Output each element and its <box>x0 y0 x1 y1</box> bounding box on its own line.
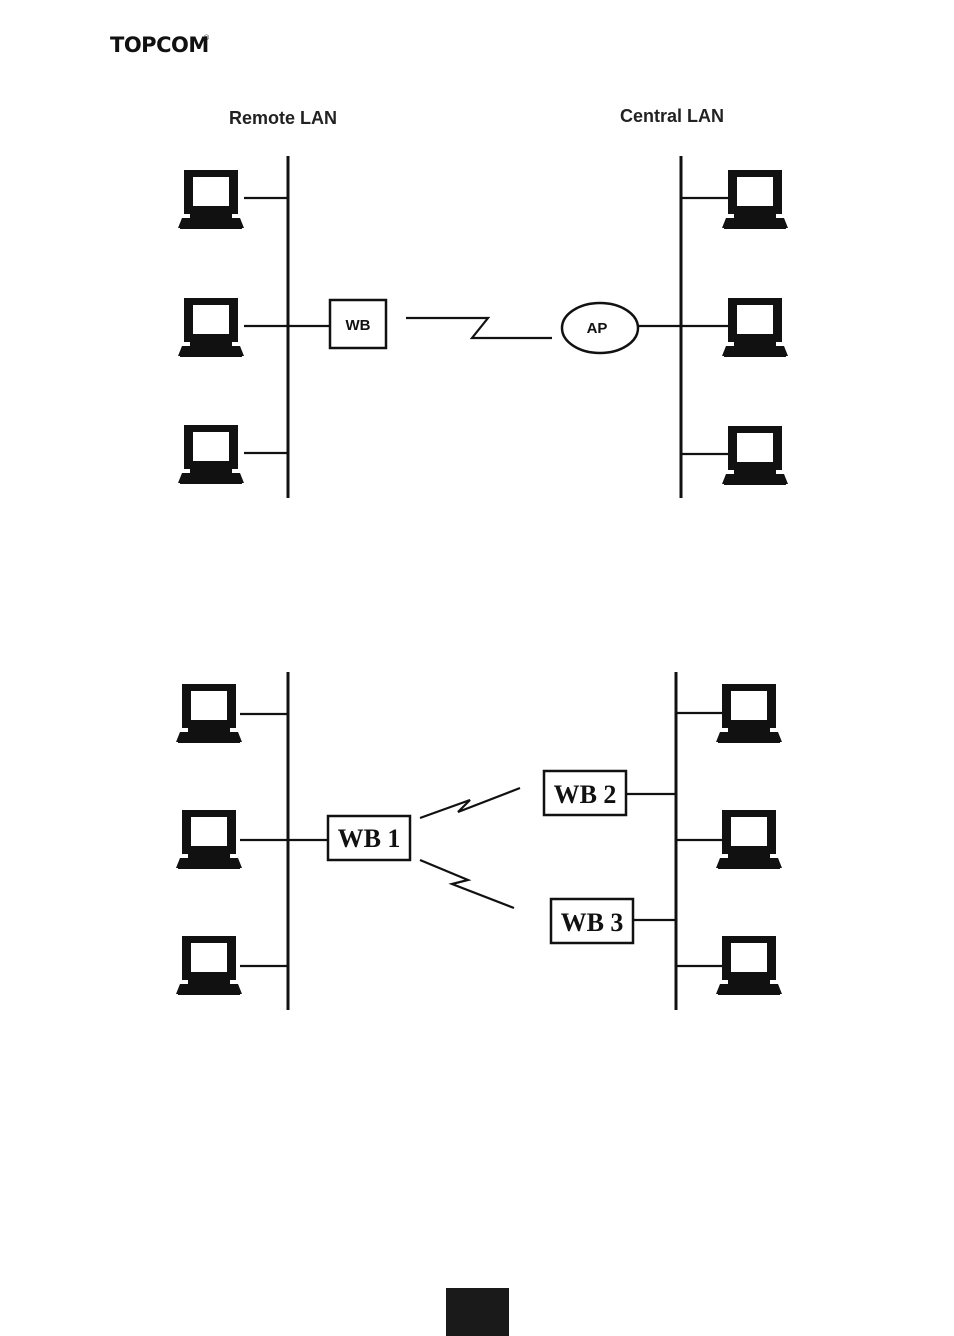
brand-logo-text: TOPCOM <box>110 33 209 57</box>
wireless-bridge-3-box: WB 3 <box>551 899 633 943</box>
laptop-icon <box>716 810 782 869</box>
laptop-icon <box>176 684 242 743</box>
laptop-icon <box>716 936 782 995</box>
remote-lan-label: Remote LAN <box>229 108 337 128</box>
diagram-remote-central: Remote LAN Central LAN WB AP <box>178 106 788 498</box>
wireless-bridge-3-label: WB 3 <box>561 908 624 937</box>
wireless-bridge-2-label: WB 2 <box>554 780 617 809</box>
laptop-icon <box>176 810 242 869</box>
laptop-icon <box>176 936 242 995</box>
wireless-bridge-1-box: WB 1 <box>328 816 410 860</box>
laptop-icon <box>178 298 244 357</box>
laptop-icon <box>722 426 788 485</box>
topcom-logo: TOPCOM ® <box>110 33 210 57</box>
laptop-icon <box>178 425 244 484</box>
wireless-link-icon <box>420 788 520 818</box>
trademark-mark: ® <box>203 34 210 42</box>
laptop-icon <box>722 298 788 357</box>
wireless-link-icon <box>420 860 514 908</box>
wireless-bridge-1-label: WB 1 <box>338 824 401 853</box>
wireless-bridge-box: WB <box>330 300 386 348</box>
central-lan-label: Central LAN <box>620 106 724 126</box>
page-number-tab <box>446 1288 509 1336</box>
access-point-label: AP <box>587 320 608 337</box>
laptop-icon <box>716 684 782 743</box>
laptop-icon <box>722 170 788 229</box>
access-point-node: AP <box>562 303 638 353</box>
laptop-icon <box>178 170 244 229</box>
diagram-point-to-multipoint: WB 1 WB 2 WB 3 <box>176 672 782 1010</box>
wireless-bridge-label: WB <box>346 317 371 334</box>
wireless-link-icon <box>406 318 552 338</box>
wireless-bridge-2-box: WB 2 <box>544 771 626 815</box>
